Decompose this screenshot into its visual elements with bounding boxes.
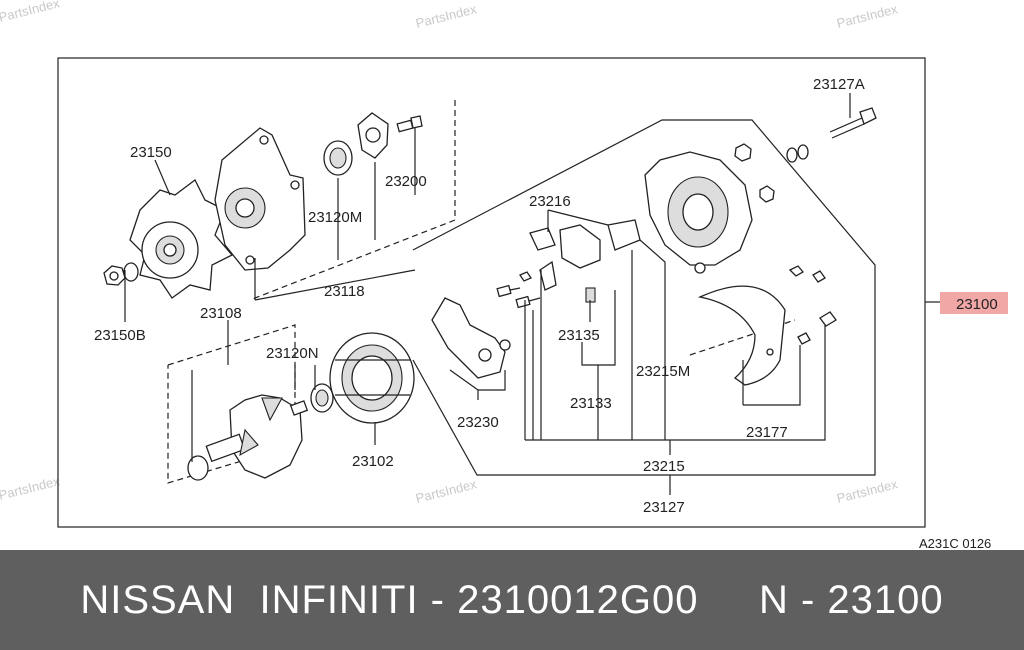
retainer-screw-part [396,115,423,133]
label-23118: 23118 [324,283,365,300]
label-23230: 23230 [457,414,499,431]
pulley-fan-part [129,179,234,299]
label-23100-highlight: 23100 [956,296,998,313]
exploded-parts-diagram: PartsIndex PartsIndex PartsIndex PartsIn… [0,0,1008,550]
rear-end-cover-part [697,285,786,386]
watermark: PartsIndex [0,473,62,503]
rotor-part [205,394,309,479]
label-23133: 23133 [570,395,612,412]
watermark: PartsIndex [835,476,899,506]
label-23177: 23177 [746,424,788,441]
watermark: PartsIndex [414,476,478,506]
label-23215: 23215 [643,458,685,475]
diagram-frame [57,57,926,528]
part-labels: 23150 23150B 23108 23118 23120M 23200 23… [94,76,865,516]
label-23150B: 23150B [94,327,146,344]
label-23135: 23135 [558,327,600,344]
label-23102: 23102 [352,453,394,470]
rectifier-part [431,297,511,379]
stator-part [329,332,415,424]
label-23120M: 23120M [308,209,362,226]
watermark: PartsIndex [414,1,478,31]
highlight-23100-box [940,292,1008,314]
label-23127: 23127 [643,499,685,516]
rear-cover-part [644,151,753,274]
bearing-retainer-part [357,112,389,159]
small-screws-part [496,271,541,309]
watermark: PartsIndex [0,0,62,25]
banner-text: NISSAN INFINITI - 2310012G00 N - 23100 [80,577,944,622]
pulley-nut-part [103,262,139,286]
rear-housing-outline [412,119,876,476]
part-info-banner: NISSAN INFINITI - 2310012G00 N - 23100 [0,550,1024,650]
front-bearing-part [323,140,353,176]
rotor-spacer-part [187,455,209,481]
dashed-group-front [249,100,456,301]
cover-screws-part [788,265,837,345]
label-23127A: 23127A [813,76,865,93]
cover-nuts-part [734,143,809,203]
watermark: PartsIndex [835,1,899,31]
brush-holder-part [529,219,641,303]
label-23108: 23108 [200,305,242,322]
through-bolt-part [829,107,877,139]
label-23216: 23216 [529,193,571,210]
label-23215M: 23215M [636,363,690,380]
label-23200: 23200 [385,173,427,190]
label-23120N: 23120N [266,345,319,362]
leader-lines [124,128,940,495]
label-23150: 23150 [130,144,172,161]
front-housing-part [214,127,306,271]
rear-bearing-part [310,383,334,413]
drawing-code: A231C 0126 [919,536,991,550]
